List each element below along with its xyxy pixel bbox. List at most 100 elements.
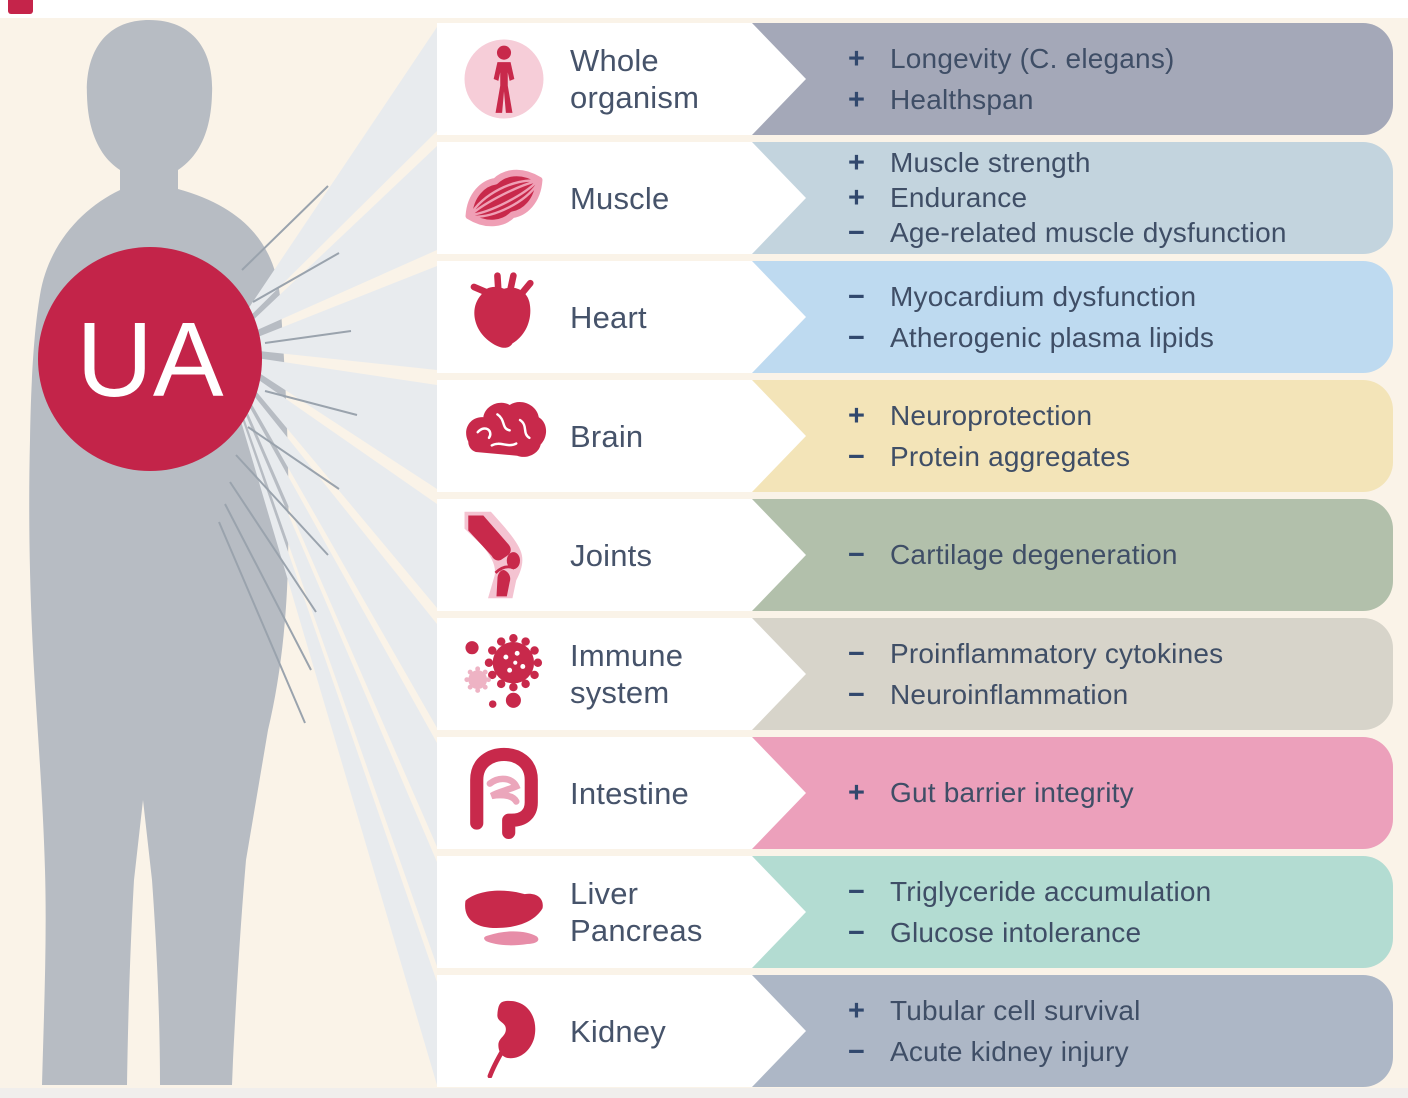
organ-label-box: Brain xyxy=(437,380,752,492)
effect-item: + Longevity (C. elegans) xyxy=(848,42,1379,76)
effect-item: + Endurance xyxy=(848,181,1379,215)
immune-system-icon xyxy=(457,627,551,721)
organ-icon-wrap xyxy=(437,32,570,126)
minus-icon: − xyxy=(848,875,866,908)
organ-icon-wrap xyxy=(437,508,570,602)
effect-item: −Myocardium dysfunction xyxy=(848,280,1379,314)
plus-icon: + xyxy=(848,399,866,432)
organ-icon-wrap xyxy=(437,627,570,721)
effects-list: +Tubular cell survival −Acute kidney inju… xyxy=(752,975,1393,1087)
organ-row: −Proinflammatory cytokines−Neuroinflamma… xyxy=(437,618,1393,730)
whole-organism-icon xyxy=(457,32,551,126)
minus-icon: − xyxy=(848,916,866,949)
organ-row: −Myocardium dysfunction−Atherogenic plas… xyxy=(437,261,1393,373)
effect-text: Age-related muscle dysfunction xyxy=(890,217,1287,248)
effect-text: Myocardium dysfunction xyxy=(890,280,1197,312)
effect-item: −Age-related muscle dysfunction xyxy=(848,216,1379,250)
organ-label: Joints xyxy=(570,537,653,573)
effects-list: + Longevity (C. elegans) + Healthspan xyxy=(752,23,1393,135)
plus-icon: + xyxy=(848,182,866,214)
effects-banner: −Myocardium dysfunction−Atherogenic plas… xyxy=(752,261,1393,373)
organ-icon-wrap xyxy=(437,151,570,245)
effect-text: Glucose intolerance xyxy=(890,916,1142,948)
effects-list: +Gut barrier integrity xyxy=(752,737,1393,849)
effect-item: −Glucose intolerance xyxy=(848,916,1379,950)
intestine-icon xyxy=(457,746,551,840)
organ-label: Liver Pancreas xyxy=(570,876,703,948)
plus-icon: + xyxy=(848,147,866,179)
effects-banner: +Tubular cell survival −Acute kidney inju… xyxy=(752,975,1393,1087)
effect-text: Neuroprotection xyxy=(890,399,1093,431)
effect-item: −Proinflammatory cytokines xyxy=(848,637,1379,671)
effect-item: −Triglyceride accumulation xyxy=(848,875,1379,909)
minus-icon: − xyxy=(848,678,866,711)
corner-mark xyxy=(8,0,33,14)
ua-badge-label: UA xyxy=(76,301,224,419)
plus-icon: + xyxy=(848,83,866,116)
organ-label: Heart xyxy=(570,299,647,335)
effects-list: −Cartilage degeneration xyxy=(752,499,1393,611)
effect-text: Cartilage degeneration xyxy=(890,539,1178,570)
organ-row: + Muscle strength + Endurance−Age-related m… xyxy=(437,142,1393,254)
effects-list: −Myocardium dysfunction−Atherogenic plas… xyxy=(752,261,1393,373)
effects-list: + Neuroprotection−Protein aggregates xyxy=(752,380,1393,492)
kidney-icon xyxy=(457,984,551,1078)
effects-banner: + Muscle strength + Endurance−Age-related m… xyxy=(752,142,1393,254)
connector-lines xyxy=(218,185,358,724)
effect-text: Atherogenic plasma lipids xyxy=(890,321,1215,353)
joints-icon xyxy=(457,508,551,602)
organ-label-box: Joints xyxy=(437,499,752,611)
liver-pancreas-icon xyxy=(457,865,551,959)
brain-icon xyxy=(457,389,551,483)
heart-icon xyxy=(457,270,551,364)
organ-label-box: Liver Pancreas xyxy=(437,856,752,968)
organ-label-box: Kidney xyxy=(437,975,752,1087)
effect-text: Protein aggregates xyxy=(890,440,1131,472)
organ-label-box: Muscle xyxy=(437,142,752,254)
effect-text: Triglyceride accumulation xyxy=(890,875,1212,907)
organ-label: Intestine xyxy=(570,775,689,811)
effect-item: +Gut barrier integrity xyxy=(848,776,1379,810)
organ-label: Muscle xyxy=(570,180,670,216)
organ-row: −Triglyceride accumulation−Glucose intol… xyxy=(437,856,1393,968)
organ-label: Whole organism xyxy=(570,43,700,115)
effect-text: Endurance xyxy=(890,182,1028,213)
minus-icon: − xyxy=(848,637,866,670)
effect-text: Neuroinflammation xyxy=(890,678,1129,710)
effect-text: Muscle strength xyxy=(890,147,1091,178)
effects-banner: + Longevity (C. elegans) + Healthspan xyxy=(752,23,1393,135)
effects-list: −Proinflammatory cytokines−Neuroinflamma… xyxy=(752,618,1393,730)
minus-icon: − xyxy=(848,539,866,571)
organ-label-box: Whole organism xyxy=(437,23,752,135)
organ-row: + Neuroprotection−Protein aggregates Brai… xyxy=(437,380,1393,492)
minus-icon: − xyxy=(848,280,866,313)
organ-icon-wrap xyxy=(437,270,570,364)
effects-banner: −Proinflammatory cytokines−Neuroinflamma… xyxy=(752,618,1393,730)
minus-icon: − xyxy=(848,321,866,354)
ua-badge xyxy=(38,247,262,471)
effect-item: + Healthspan xyxy=(848,83,1379,117)
organ-icon-wrap xyxy=(437,746,570,840)
plus-icon: + xyxy=(848,777,866,809)
minus-icon: − xyxy=(848,1035,866,1068)
organ-label: Brain xyxy=(570,418,644,454)
organ-icon-wrap xyxy=(437,389,570,483)
organ-row: +Tubular cell survival −Acute kidney inju… xyxy=(437,975,1393,1087)
organ-row: + Longevity (C. elegans) + Healthspan Whole… xyxy=(437,23,1393,135)
minus-icon: − xyxy=(848,440,866,473)
effect-item: +Tubular cell survival xyxy=(848,994,1379,1028)
bottom-margin-strip xyxy=(0,1088,1408,1098)
effect-item: + Muscle strength xyxy=(848,146,1379,180)
plus-icon: + xyxy=(848,42,866,75)
effect-item: −Acute kidney injury xyxy=(848,1035,1379,1069)
muscle-icon xyxy=(457,151,551,245)
effect-text: Acute kidney injury xyxy=(890,1035,1129,1067)
effects-list: −Triglyceride accumulation−Glucose intol… xyxy=(752,856,1393,968)
organ-row: +Gut barrier integrity Intestine xyxy=(437,737,1393,849)
organ-row: −Cartilage degeneration Joints xyxy=(437,499,1393,611)
effect-text: Healthspan xyxy=(890,83,1034,115)
effect-item: −Atherogenic plasma lipids xyxy=(848,321,1379,355)
effect-text: Longevity (C. elegans) xyxy=(890,42,1175,74)
minus-icon: − xyxy=(848,217,866,249)
